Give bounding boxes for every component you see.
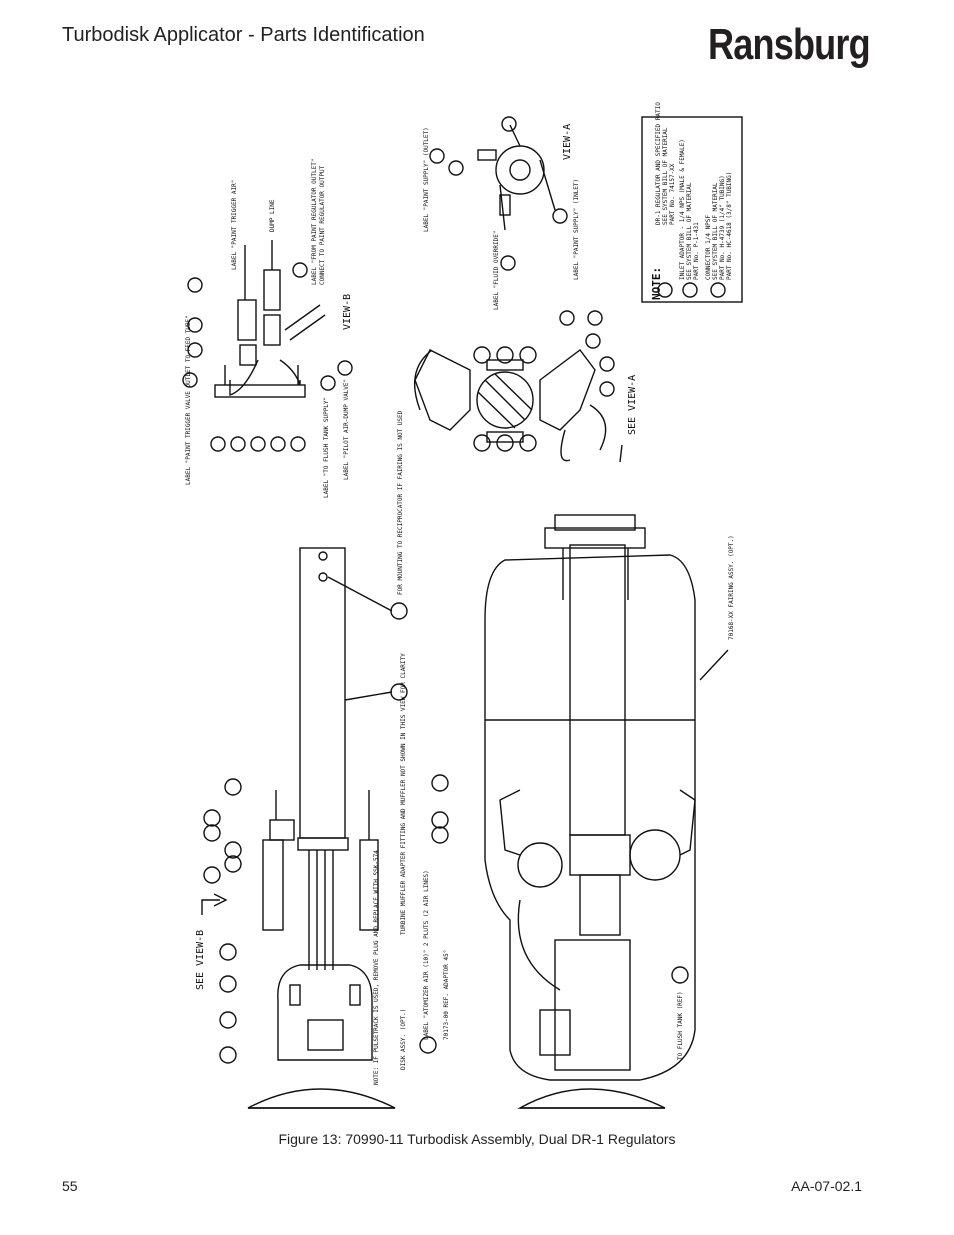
label-reciprocator-mount: FOR MOUNTING TO RECIPROCATOR IF FAIRING … (397, 410, 404, 595)
label-disk-assy: DISK ASSY. (OPT.) (400, 1009, 407, 1070)
notes-line-b-3: PART No. P-1-431 (693, 222, 700, 280)
figure-caption: Figure 13: 70990-11 Turbodisk Assembly, … (278, 1131, 676, 1147)
view-b-title: VIEW-B (342, 294, 353, 330)
view-b-label-from-regulator: LABEL "FROM PAINT REGULATOR OUTLET" (311, 159, 318, 285)
label-flush-tank: TO FLUSH TANK (REF) (677, 991, 684, 1060)
notes-box-frame (641, 116, 743, 303)
view-b-label-trigger-valve: LABEL "PAINT TRIGGER VALVE OUTLET TO FEE… (185, 315, 192, 485)
label-fairing-assy: 70168-XX FAIRING ASSY. (OPT.) (728, 535, 735, 640)
view-b-label-flush-tank: LABEL "TO FLUSH TANK SUPPLY" (323, 397, 330, 498)
view-b-label-trigger-air: LABEL "PAINT TRIGGER AIR" (231, 180, 238, 270)
document-id: AA-07-02.1 (791, 1178, 862, 1194)
notes-line-b-2: SEE SYSTEM BILL OF MATERIAL (686, 182, 693, 280)
view-a-title: VIEW-A (562, 124, 573, 160)
view-b-label-pilot-air: LABEL "PILOT AIR-DUMP VALVE" (343, 379, 350, 480)
view-a-label-inlet: LABEL "PAINT SUPPLY" (INLET) (573, 179, 580, 280)
view-b-label-connect-regulator: CONNECT TO PAINT REGULATOR OUTPUT (319, 165, 326, 285)
turbodisk-assembly-drawing: NOTE: DR-1 REGULATOR AND SPECIFIED RATIO… (182, 102, 743, 1109)
see-view-b-label: SEE VIEW-B (195, 930, 206, 990)
notes-line-c-4: PART No. HC-4618 (3/8" TUBING) (726, 172, 733, 280)
notes-line-c-1: CONNECTOR 1/4 NPSF (705, 215, 712, 280)
notes-line-c-3: PART No. H-4739 (1/4" TUBING) (719, 175, 726, 280)
view-b-label-dump-line: DUMP LINE (269, 199, 276, 232)
see-view-a-label: SEE VIEW-A (627, 375, 638, 435)
label-turbine-muffler: TURBINE MUFFLER ADAPTER FITTING AND MUFF… (400, 653, 407, 935)
notes-line-a-1: DR-1 REGULATOR AND SPECIFIED RATIO (655, 102, 662, 225)
notes-line-a-2: SEE SYSTEM BILL OF MATERIAL (662, 127, 669, 225)
notes-line-a-3: PART No. 74157-XX (669, 163, 676, 225)
label-pulsetrack-note: NOTE: IF PULSETRACK IS USED, REMOVE PLUG… (373, 850, 380, 1085)
label-atomizer-air: LABEL "ATOMIZER AIR (10)" 2 PLUTS (2 AIR… (423, 870, 430, 1040)
page-number: 55 (62, 1178, 78, 1194)
page-header-title: Turbodisk Applicator - Parts Identificat… (62, 24, 425, 46)
brand-logo: Ransburg (708, 20, 871, 69)
view-a-label-override: LABEL "FLUID OVERRIDE" (493, 231, 500, 310)
notes-line-b-1: INLET ADAPTOR - 1/4 NPS (MALE & FEMALE) (679, 139, 686, 280)
label-adaptor-45: 70173-00 REF. ADAPTOR 45° (443, 950, 450, 1040)
notes-line-c-2: SEE SYSTEM BILL OF MATERIAL (712, 182, 719, 280)
notes-heading: NOTE: (650, 267, 663, 300)
view-a-label-outlet: LABEL "PAINT SUPPLY" (OUTLET) (423, 127, 430, 232)
